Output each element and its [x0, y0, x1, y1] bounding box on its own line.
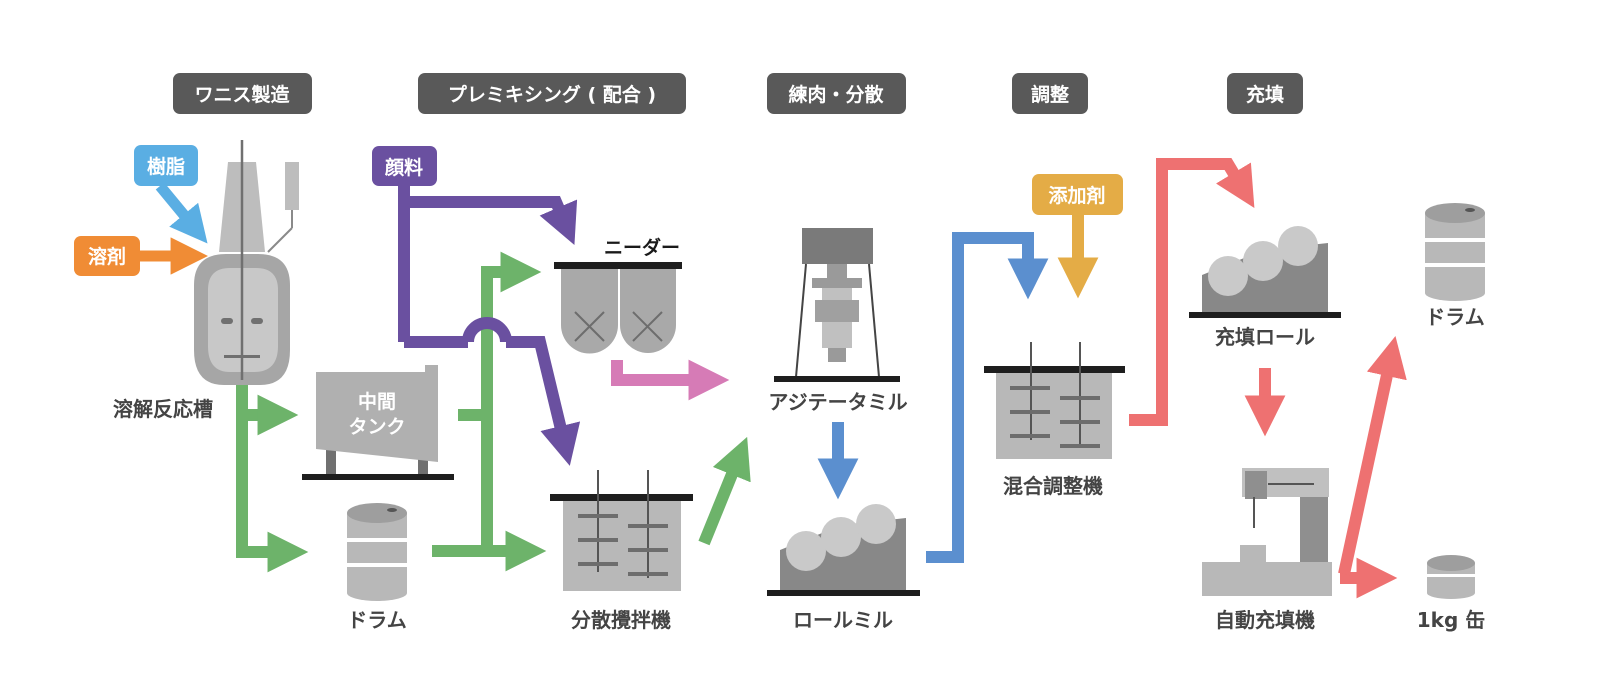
- resin-arrow: [155, 182, 208, 244]
- agitator-mill-label: アジテータミル: [768, 390, 907, 414]
- tank-label-line1: 中間: [358, 390, 396, 413]
- roll-mill: [767, 504, 920, 596]
- mill-flow: [926, 232, 1049, 563]
- drum-right-label: ドラム: [1425, 305, 1484, 329]
- fill-flow: [1129, 158, 1407, 599]
- stage-header-premix: プレミキシング ( 配合 ): [418, 73, 686, 114]
- disperser-label: 分散攪拌機: [571, 608, 671, 632]
- mixer-label: 混合調整機: [1003, 474, 1103, 498]
- stage-header-filling: 充填: [1227, 73, 1303, 114]
- additive-pill: 添加剤: [1032, 174, 1123, 215]
- kneader-label: ニーダー: [604, 236, 680, 259]
- pigment-flow: [398, 175, 581, 466]
- pigment-pill: 顔料: [372, 146, 437, 186]
- fill-roll: [1189, 226, 1341, 318]
- stage-header-filling-label: 充填: [1246, 83, 1284, 106]
- solvent-label: 溶剤: [88, 245, 126, 268]
- roll-mill-label: ロールミル: [793, 608, 893, 632]
- kneader-flow: [611, 359, 730, 401]
- resin-label: 樹脂: [147, 155, 185, 178]
- pigment-label: 顔料: [384, 156, 423, 179]
- drum-right: [1425, 203, 1485, 301]
- dissolver-reactor: [194, 140, 299, 385]
- stage-header-adjust: 調整: [1012, 73, 1088, 114]
- stage-header-varnish-label: ワニス製造: [194, 83, 290, 106]
- can-label: 1kg 缶: [1417, 608, 1486, 632]
- drum-left: [347, 503, 407, 601]
- stage-header-milling-label: 練肉・分散: [788, 83, 883, 106]
- dissolver-label: 溶解反応槽: [113, 397, 213, 421]
- resin-pill: 樹脂: [134, 145, 198, 186]
- stage-header-premix-label: プレミキシング ( 配合 ): [448, 83, 656, 106]
- agitator-mill: [774, 228, 900, 382]
- disperser: [550, 470, 693, 591]
- auto-filler-label: 自動充填機: [1215, 608, 1315, 632]
- mixer-adjuster: [984, 342, 1125, 459]
- kneader: [554, 262, 682, 354]
- can-1kg: [1427, 555, 1475, 599]
- fill-roll-label: 充填ロール: [1215, 325, 1315, 349]
- tank-label-line2: タンク: [348, 416, 405, 438]
- stage-header-milling: 練肉・分散: [767, 73, 906, 114]
- stage-header-varnish: ワニス製造: [173, 73, 312, 114]
- solvent-pill: 溶剤: [74, 236, 140, 276]
- intermediate-tank: 中間 タンク: [302, 365, 454, 480]
- additive-label: 添加剤: [1048, 184, 1105, 207]
- stage-header-adjust-label: 調整: [1031, 83, 1069, 106]
- auto-filler: [1202, 468, 1332, 596]
- varnish-flow: [236, 251, 751, 573]
- drum-left-label: ドラム: [347, 608, 406, 632]
